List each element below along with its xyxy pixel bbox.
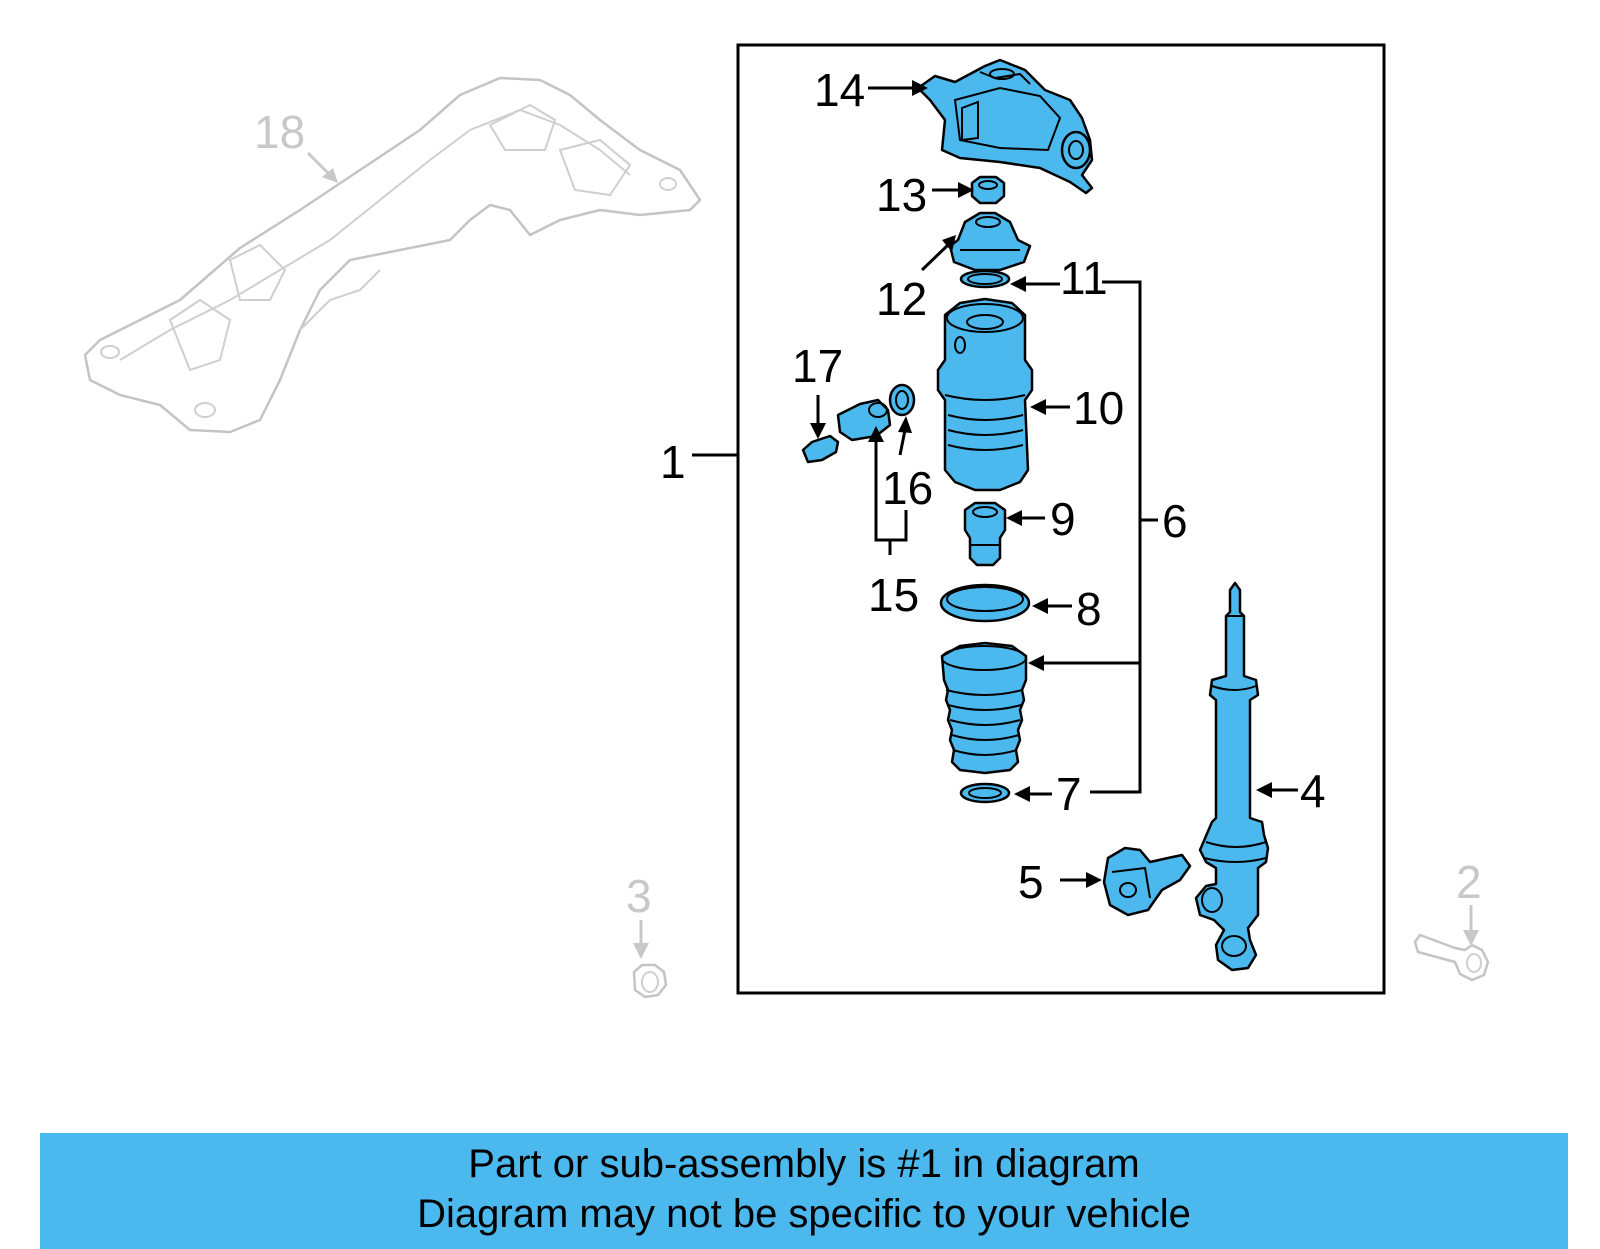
support-ring-part	[939, 583, 1031, 623]
lower-seal-ring-part	[959, 782, 1011, 804]
air-spring-part	[936, 297, 1034, 492]
callout-4: 4	[1300, 765, 1326, 817]
banner-line-2: Diagram may not be specific to your vehi…	[417, 1192, 1191, 1236]
top-mount-part	[948, 211, 1032, 272]
callout-12: 12	[876, 273, 927, 325]
valve-fitting-part	[836, 398, 892, 442]
callout-10: 10	[1073, 382, 1124, 434]
callout-18: 18	[254, 106, 305, 158]
callout-5: 5	[1018, 856, 1044, 908]
upper-mount-bracket-part	[916, 58, 1094, 195]
callout-14: 14	[814, 64, 865, 116]
callout-16: 16	[882, 462, 933, 514]
lower-bracket-part	[1102, 846, 1192, 917]
callout-15: 15	[868, 569, 919, 621]
valve-cap-part	[801, 434, 840, 464]
callout-8: 8	[1076, 583, 1102, 635]
callout-9: 9	[1050, 493, 1076, 545]
bump-stop-part	[963, 501, 1007, 567]
callout-17: 17	[792, 340, 843, 392]
nut-illustration	[632, 963, 668, 999]
callout-1: 1	[660, 436, 686, 488]
leader-lines	[306, 80, 1479, 959]
info-banner: Part or sub-assembly is #1 in diagram Di…	[40, 1133, 1568, 1249]
callout-11: 11	[1060, 252, 1108, 304]
banner-line-1: Part or sub-assembly is #1 in diagram	[468, 1142, 1140, 1186]
valve-seal-part	[888, 383, 916, 417]
subframe-illustration	[83, 76, 702, 434]
shock-absorber-part	[1194, 581, 1270, 972]
callout-2: 2	[1456, 856, 1482, 908]
assembly-box	[736, 43, 1386, 995]
callout-6: 6	[1162, 495, 1188, 547]
bolt-illustration	[1413, 933, 1490, 982]
callout-7: 7	[1056, 768, 1082, 820]
dust-boot-part	[940, 641, 1028, 775]
callout-13: 13	[876, 169, 927, 221]
callout-3: 3	[626, 870, 652, 922]
top-nut-part	[970, 175, 1006, 205]
